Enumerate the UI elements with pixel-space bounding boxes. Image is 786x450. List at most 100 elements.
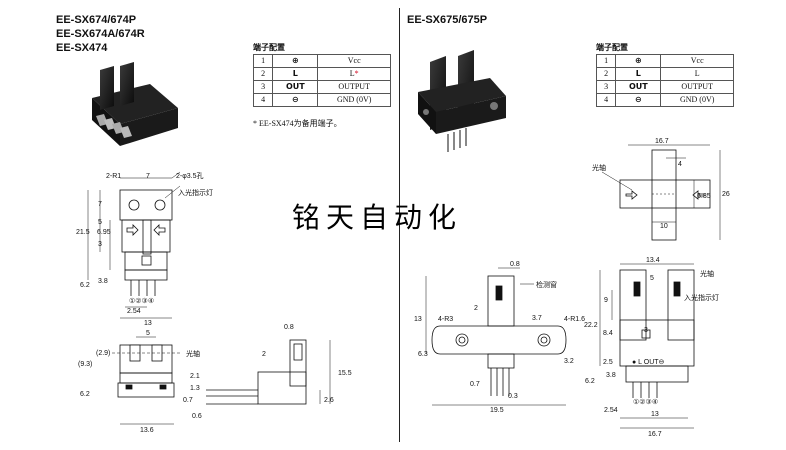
pin-no: 4	[595, 93, 617, 107]
dim-0-6: 0.6	[192, 413, 202, 420]
dim-indicator-right: 入光指示灯	[684, 293, 719, 302]
table-row: 4⊖GND (0V)	[252, 93, 391, 107]
dim-13-4: 13.4	[646, 257, 660, 264]
dim-optical-axis-right: 光轴	[592, 163, 606, 172]
dim-2-54: 2.54	[127, 308, 141, 315]
dim-optical-axis: 光轴	[186, 349, 200, 358]
dim-3-8: 3.8	[98, 278, 108, 285]
l-out-label: ● L OUT⊖	[632, 359, 665, 366]
pin-name: GND (0V)	[317, 93, 391, 107]
dim-26: 26	[722, 191, 730, 198]
left-side-view	[112, 336, 180, 425]
dim-2-54-right: 2.54	[604, 407, 618, 414]
dim-2: 2	[262, 351, 266, 358]
dim-4-r3: 4-R3	[438, 316, 453, 323]
pin-name-text: L	[349, 69, 355, 78]
dim-15-5: 15.5	[338, 370, 352, 377]
right-front-view	[425, 267, 567, 406]
right-side-view	[599, 263, 695, 429]
pin-name: GND (0V)	[660, 93, 734, 107]
dim-16-7: 16.7	[655, 138, 669, 145]
dim-5: 5	[98, 219, 102, 226]
dim-3-7: 3.7	[532, 315, 542, 322]
dim-9: 9	[604, 297, 608, 304]
dim-3: 3	[98, 241, 102, 248]
dim-0-7-right: 0.7	[470, 381, 480, 388]
dim-0-8: 0.8	[284, 324, 294, 331]
dim-6-95: 6.95	[97, 229, 111, 236]
right-top-view	[601, 144, 721, 241]
dim-10: 10	[660, 223, 668, 230]
pin-config-title: 端子配置	[253, 43, 285, 52]
left-profile-view-labels: 0.8 2 2.1 1.3 0.7 0.6 15.5 2.6	[183, 324, 352, 420]
dim-0-7: 0.7	[183, 397, 193, 404]
dim-0-3: 0.3	[508, 393, 518, 400]
dim-2-5: 2.5	[603, 359, 613, 366]
dim-9-3: (9.3)	[78, 361, 92, 368]
pin-symbol: ⊖	[615, 93, 662, 107]
dim-0-8-right: 0.8	[510, 261, 520, 268]
dim-5b: 5	[146, 330, 150, 337]
left-side-view-labels: 5 (2.9) 光轴 (9.3) 6.2 13.6	[78, 330, 200, 434]
dim-8-4: 8.4	[603, 330, 613, 337]
dim-21-5: 21.5	[76, 229, 90, 236]
right-front-view-labels: 0.8 检测窗 2 13 4-R3 3.7 4-R1.6 6.3 3.2 0.7…	[414, 261, 585, 414]
dim-19-5: 19.5	[490, 407, 504, 414]
dim-13-right: 13	[414, 316, 422, 323]
table-row: 1⊕Vcc	[595, 54, 734, 68]
pin-numbers: ①②③④	[129, 297, 154, 305]
pin-note: * EE-SX474为备用端子。	[253, 119, 342, 128]
left-top-view	[87, 171, 181, 319]
dim-2-1: 2.1	[190, 373, 200, 380]
dim-5-right: 5	[650, 275, 654, 282]
right-side-view-labels: 13.4 5 光轴 入光指示灯 9 22.2 8.4 3 2.5 ● L OUT…	[584, 257, 719, 438]
dim-indicator: 入光指示灯	[178, 188, 213, 197]
left-profile-view	[206, 339, 331, 405]
watermark-text: 铭天自动化	[292, 201, 463, 234]
dim-4-r1-6: 4-R1.6	[564, 316, 585, 323]
dim-2-6: 2.6	[324, 397, 334, 404]
dim-1-3: 1.3	[190, 385, 200, 392]
pin-numbers-right: ①②③④	[633, 398, 658, 406]
dim-6-2: 6.2	[80, 282, 90, 289]
dim-6-35: 6.35	[697, 193, 711, 200]
dim-r1: 2-R1	[106, 173, 121, 180]
dim-2-right: 2	[474, 305, 478, 312]
table-row: 4⊖GND (0V)	[595, 93, 734, 107]
dim-13-right-b: 13	[651, 411, 659, 418]
dim-6-2-right: 6.2	[585, 378, 595, 385]
product-photo-left	[92, 62, 178, 146]
product-photo-right	[418, 50, 506, 152]
dim-3-8-right: 3.8	[606, 372, 616, 379]
pin-no: 4	[252, 93, 274, 107]
right-top-view-labels: 16.7 光轴 4 6.35 26 10	[592, 138, 730, 230]
pin-symbol: ⊖	[272, 93, 319, 107]
dim-detect-window: 检测窗	[536, 280, 557, 289]
dim-w7: 7	[146, 173, 150, 180]
dim-3-2: 3.2	[564, 358, 574, 365]
column-divider	[399, 8, 400, 442]
model-title-3: EE-SX474	[56, 42, 108, 54]
dim-13-6: 13.6	[140, 427, 154, 434]
dim-6-3: 6.3	[418, 351, 428, 358]
pin-name-mark: *	[354, 69, 359, 78]
dim-hole: 2-φ3.5孔	[176, 172, 204, 180]
dim-16-7-b: 16.7	[648, 431, 662, 438]
pin-config-title-right: 端子配置	[596, 43, 628, 52]
left-top-view-labels: 2-R1 7 2-φ3.5孔 入光指示灯 7 5 21.5 6.95 3 3.8…	[76, 172, 213, 327]
dim-22-2: 22.2	[584, 322, 598, 329]
dim-optical-axis-right-2: 光轴	[700, 269, 714, 278]
model-title-right: EE-SX675/675P	[407, 14, 488, 26]
dim-13: 13	[144, 320, 152, 327]
model-title-2: EE-SX674A/674R	[56, 28, 145, 40]
dim-7: 7	[98, 201, 102, 208]
dim-2-9: (2.9)	[96, 350, 110, 357]
dim-4: 4	[678, 161, 682, 168]
dim-6-2b: 6.2	[80, 391, 90, 398]
dim-3-right: 3	[644, 327, 648, 334]
